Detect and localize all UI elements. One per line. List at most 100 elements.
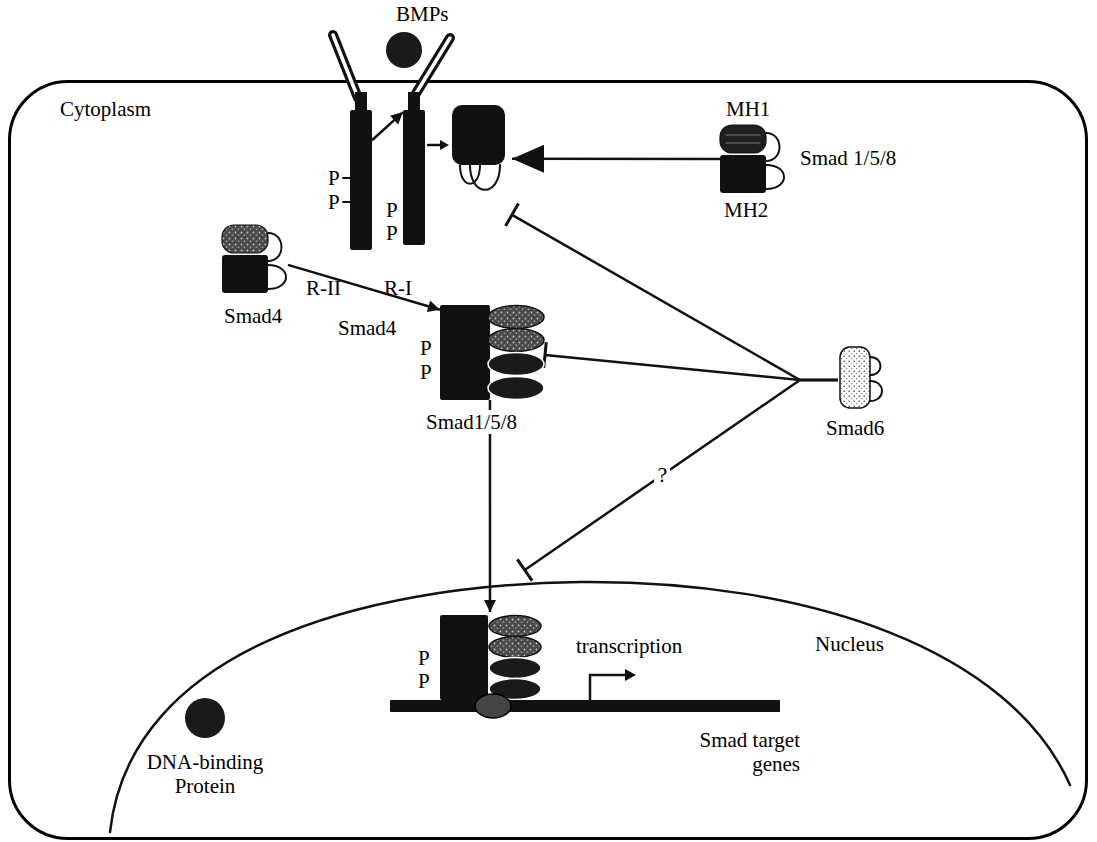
edge-label: ?: [654, 462, 670, 487]
text-slot: Smad6: [826, 416, 884, 440]
linker-loop: [470, 165, 500, 190]
transmembrane-segment: [355, 92, 367, 112]
mh2-domain: [222, 255, 268, 293]
cell-membrane: CytoplasmMH1Smad 1/5/8MH2Smad4Smad4PPSma…: [8, 80, 1088, 840]
label-text: P: [386, 221, 398, 245]
kinase-domain: [403, 110, 425, 245]
smad-complex-shape: [440, 305, 545, 400]
linker-loop: [870, 381, 882, 401]
connector-group: [512, 145, 720, 173]
inhibition-bar: [517, 559, 532, 580]
mh1-ridge: [726, 143, 760, 144]
label-text: MH1: [726, 97, 770, 121]
smad4-monomer-shape: [222, 225, 288, 295]
activation-arrowhead: [440, 140, 449, 150]
phospho-tick: [343, 177, 350, 179]
connector: [512, 215, 838, 380]
arrowhead: [427, 301, 440, 313]
arrowhead: [484, 600, 496, 612]
nuclear-complex-shape: [385, 612, 785, 720]
label-text: P: [328, 190, 340, 214]
mh1-ridge: [726, 135, 760, 136]
receptor-arm-core: [333, 35, 358, 98]
label-text: P: [420, 360, 432, 384]
smad6-inhibitor-shape: [838, 345, 886, 410]
text-slot: MH2: [724, 198, 768, 222]
text-slot: P: [386, 198, 398, 222]
label-text: MH2: [724, 198, 768, 222]
label-text: transcription: [576, 634, 682, 658]
text-slot: R-I: [384, 276, 412, 300]
label-text: R-II: [306, 276, 341, 300]
ligand-dimer: [386, 32, 422, 68]
label-text: Smad6: [826, 416, 884, 440]
linker-loop: [766, 133, 780, 161]
label-text: BMPs: [396, 2, 449, 26]
transcription-arrow: [590, 675, 627, 700]
label-text: P: [418, 669, 430, 693]
smad4-monomer: Smad4: [195, 220, 295, 335]
label-text: Nucleus: [815, 632, 884, 656]
mh2-block: [440, 305, 490, 400]
connector: [372, 112, 403, 140]
smad4-mh1: [489, 616, 541, 637]
text-slot: P: [328, 190, 340, 214]
smad4-mh1: [489, 637, 541, 658]
text-slot: Smad target genes: [680, 728, 800, 776]
receptor-arm: [415, 38, 450, 95]
connector: [288, 265, 440, 310]
text-slot: transcription: [576, 634, 682, 658]
label-text: Smad4: [224, 304, 282, 328]
smad6-inhibitor: Smad6: [815, 335, 915, 450]
linker-loop: [268, 265, 286, 289]
bmp-ligand-shape: [384, 30, 424, 70]
dna-strand: [390, 700, 780, 712]
type-i-receptor-shape: [403, 30, 512, 250]
smad-complex: Smad4PP Smad1/5/8: [330, 300, 560, 445]
type-ii-receptor: PP R-II: [300, 30, 380, 305]
label-text: P: [386, 198, 398, 222]
label-text: Smad target genes: [699, 728, 800, 776]
text-slot: Nucleus: [815, 632, 884, 656]
label-text: Smad 1/5/8: [800, 146, 896, 170]
text-slot: MH1: [726, 97, 770, 121]
r-smad-monomer: MH1Smad 1/5/8MH2: [700, 92, 940, 227]
r-smad-monomer-shape: [720, 125, 790, 193]
text-slot: P: [418, 646, 430, 670]
label-text: P: [420, 336, 432, 360]
type-i-receptor: PP R-I: [380, 30, 516, 305]
bound-dna-protein: [475, 694, 511, 718]
docked-smad: [452, 105, 505, 165]
mh1-domain: [222, 225, 268, 253]
mh2-domain: [720, 155, 766, 193]
label-text: Smad4: [338, 316, 396, 340]
edge-label-slot: ?: [654, 463, 670, 487]
smad4-mh1: [488, 329, 544, 352]
text-slot: DNA-binding Protein: [135, 750, 275, 798]
linker-loop: [268, 233, 282, 261]
nuclear-envelope: [110, 582, 1070, 832]
arrowhead: [390, 112, 403, 125]
protein-blob: [185, 698, 225, 738]
receptor-arm: [333, 35, 358, 98]
mh2-block: [440, 615, 488, 700]
text-slot: P: [386, 221, 398, 245]
text-slot: BMPs: [396, 2, 449, 26]
connector: [525, 380, 838, 570]
r-smad-mh1: [488, 353, 544, 376]
transcription-arrowhead: [625, 669, 636, 681]
label-text: Smad1/5/8: [424, 410, 519, 434]
text-slot: Smad 1/5/8: [800, 146, 896, 170]
connector-group: [372, 112, 403, 140]
nucleus-region: NucleusPPtranscriptionSmad target genesD…: [110, 570, 1074, 836]
connector-group: [506, 204, 838, 381]
text-slot: P: [328, 166, 340, 190]
inhibition-bar: [506, 204, 519, 227]
nuclear-complex: PPtranscriptionSmad target genes: [380, 600, 810, 785]
text-slot: Cytoplasm: [60, 97, 151, 121]
kinase-domain: [350, 110, 372, 250]
label-text: P: [328, 166, 340, 190]
